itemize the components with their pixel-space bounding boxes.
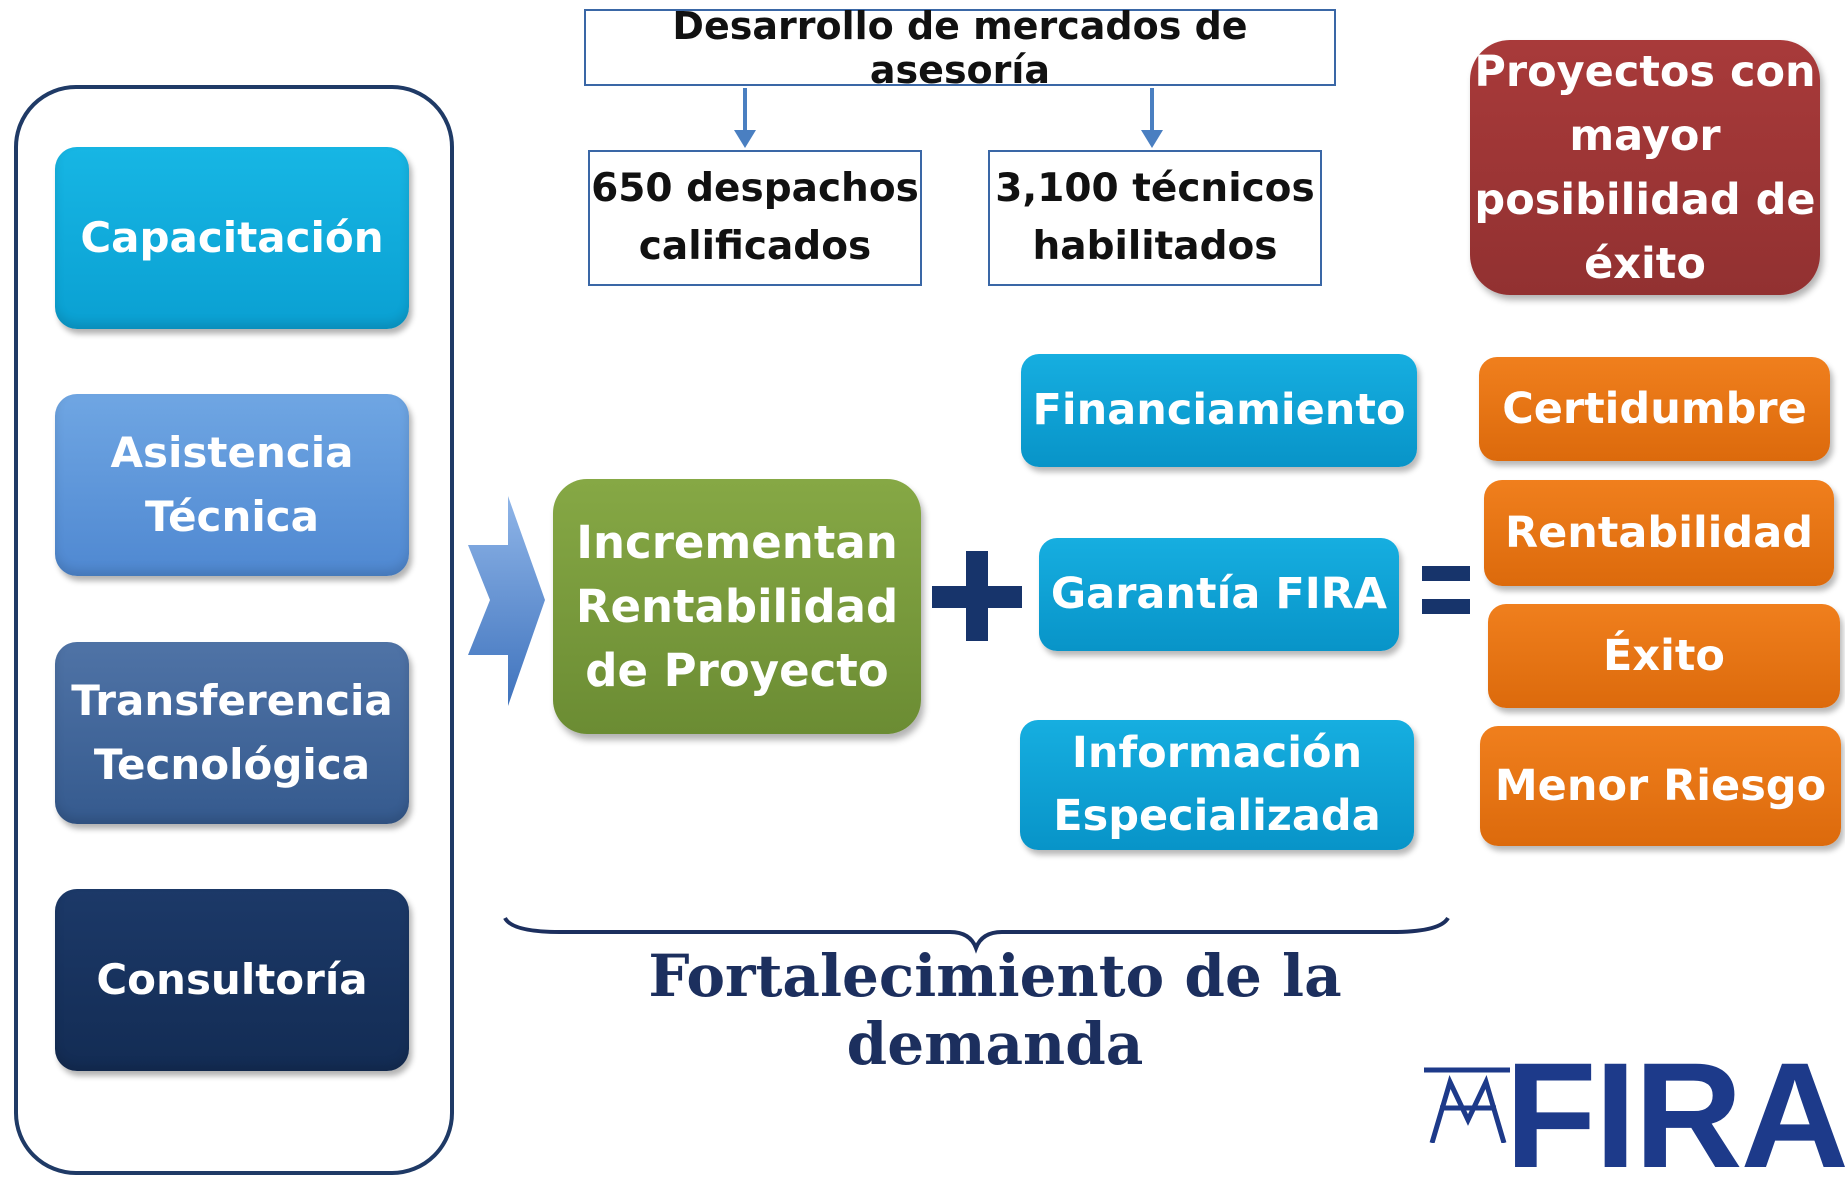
result-label: Certidumbre	[1502, 384, 1807, 434]
equals-icon	[1422, 566, 1470, 614]
chevron-arrow-icon	[468, 496, 545, 706]
service-label: Consultoría	[96, 955, 368, 1004]
service-asistencia-tecnica: Asistencia Técnica	[55, 394, 409, 576]
qualified-firms-label: 650 despachos calificados	[591, 166, 919, 269]
service-label: Transferencia Tecnológica	[71, 676, 393, 789]
result-label: Menor Riesgo	[1494, 761, 1827, 811]
result-menor-riesgo: Menor Riesgo	[1480, 726, 1841, 846]
support-label: Información Especializada	[1053, 728, 1381, 841]
support-garantia-fira: Garantía FIRA	[1039, 538, 1399, 651]
support-financiamiento: Financiamiento	[1021, 354, 1417, 467]
fira-emblem-icon	[1424, 1067, 1510, 1143]
market-development-title: Desarrollo de mercados de asesoría	[584, 4, 1336, 92]
service-label: Capacitación	[80, 213, 384, 262]
demand-strengthening-text: Fortalecimiento de la demanda	[648, 942, 1342, 1078]
arrow-down-right	[1141, 88, 1163, 148]
demand-strengthening-label: Fortalecimiento de la demanda	[500, 942, 1490, 1078]
service-label: Asistencia Técnica	[110, 428, 354, 541]
result-rentabilidad: Rentabilidad	[1484, 480, 1834, 586]
enabled-technicians-box: 3,100 técnicos habilitados	[988, 150, 1322, 286]
service-capacitacion: Capacitación	[55, 147, 409, 329]
result-certidumbre: Certidumbre	[1479, 357, 1830, 461]
increase-profitability-label: Incrementan Rentabilidad de Proyecto	[575, 515, 899, 697]
market-development-label: Desarrollo de mercados de asesoría	[672, 3, 1248, 92]
qualified-firms-box: 650 despachos calificados	[588, 150, 922, 286]
curly-brace	[503, 916, 1450, 954]
projects-success-box: Proyectos con mayor posibilidad de éxito	[1470, 40, 1820, 295]
increase-profitability-box: Incrementan Rentabilidad de Proyecto	[553, 479, 921, 734]
result-label: Éxito	[1603, 631, 1725, 681]
projects-success-label: Proyectos con mayor posibilidad de éxito	[1474, 46, 1816, 289]
result-exito: Éxito	[1488, 604, 1840, 708]
result-label: Rentabilidad	[1504, 508, 1814, 558]
support-informacion-especializada: Información Especializada	[1020, 720, 1414, 850]
diagram-connectors	[468, 88, 1510, 1143]
plus-icon	[932, 551, 1022, 641]
support-label: Garantía FIRA	[1050, 569, 1388, 619]
arrow-down-left	[734, 88, 756, 148]
enabled-technicians-label: 3,100 técnicos habilitados	[995, 166, 1315, 269]
service-transferencia-tecnologica: Transferencia Tecnológica	[55, 642, 409, 824]
fira-logo: FIRA	[1505, 1031, 1845, 1199]
support-label: Financiamiento	[1032, 385, 1406, 435]
service-consultoria: Consultoría	[55, 889, 409, 1071]
